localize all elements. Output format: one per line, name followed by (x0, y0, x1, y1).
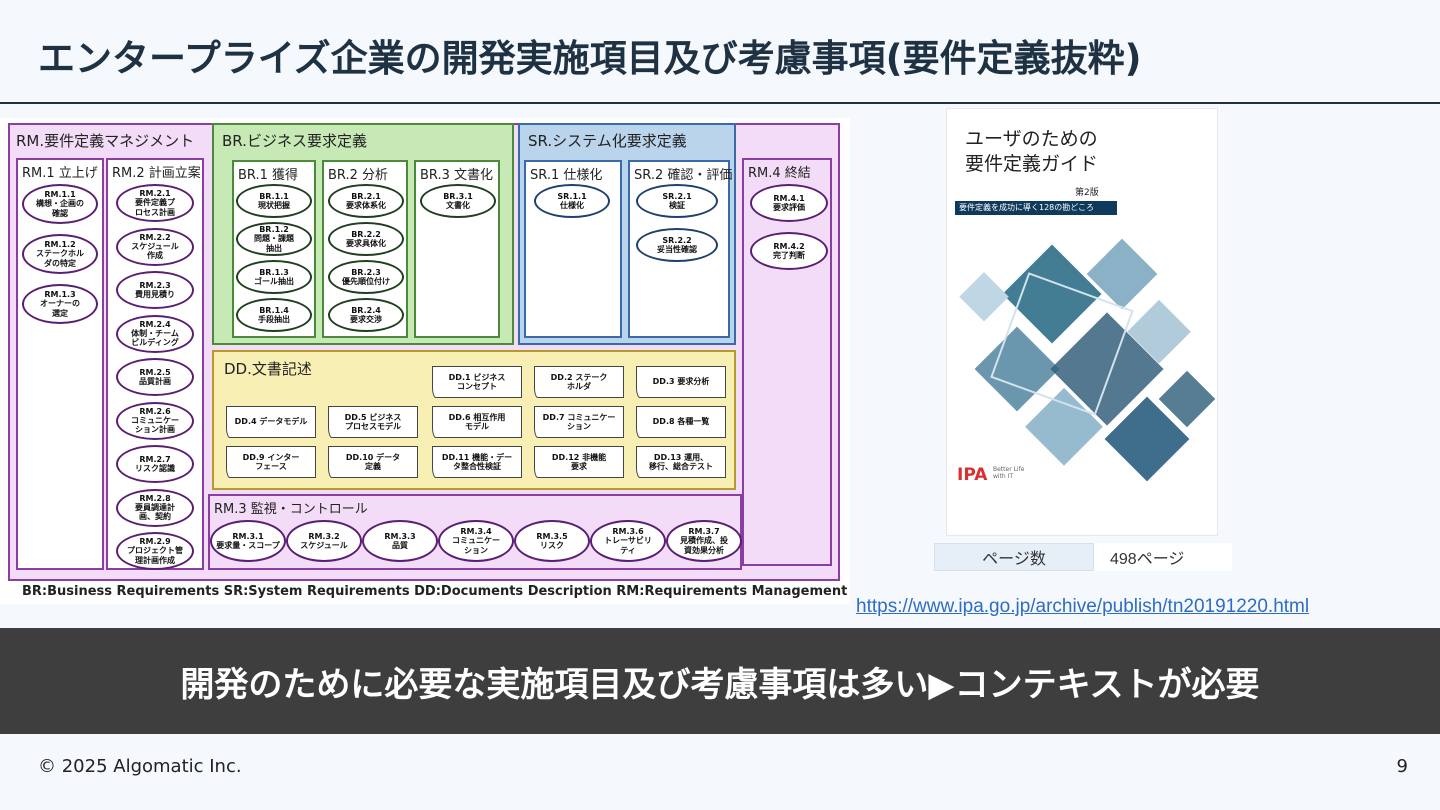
rm4-item: RM.4.2 完了判断 (750, 232, 828, 270)
br1-item: BR.1.4 手段抽出 (236, 298, 312, 332)
rm3-item: RM.3.6 トレーサビリ ティ (590, 520, 666, 562)
banner-text: 開発のために必要な実施項目及び考慮事項は多い▶コンテキストが必要 (180, 664, 1260, 705)
rm2-item: RM.2.6 コミュニケー ション計画 (116, 401, 194, 440)
diagram-legend: BR:Business Requirements SR:System Requi… (22, 584, 848, 599)
rm2-item: RM.2.7 リスク認識 (116, 445, 194, 483)
rm3-item: RM.3.5 リスク (514, 520, 590, 562)
dd-item: DD.5 ビジネス プロセスモデル (328, 406, 418, 438)
dd-item: DD.12 非機能 要求 (534, 446, 624, 478)
rm2-item: RM.2.9 プロジェクト管 理計画作成 (116, 532, 194, 570)
br2-item: BR.2.2 要求具体化 (328, 222, 404, 256)
br1-item: BR.1.2 問題・課題 抽出 (236, 222, 312, 256)
sr2-item: SR.2.1 検証 (636, 184, 718, 218)
requirements-diagram: RM.要件定義マネジメント RM.1 立上げ RM.2 計画立案 BR.ビジネス… (0, 118, 850, 604)
pages-value: 498ページ (1094, 543, 1232, 571)
dd-item: DD.11 機能・デー タ整合性検証 (432, 446, 522, 478)
rm3-item: RM.3.1 要求量・スコープ (210, 520, 286, 562)
book-cover: ユーザのための 要件定義ガイド 第2版 要件定義を成功に導く128の勘どころ I… (946, 108, 1218, 536)
rm4-group: RM.4 終結 (742, 158, 832, 566)
dd-item: DD.3 要求分析 (636, 366, 726, 398)
rm3-item: RM.3.7 見積作成、投 資効果分析 (666, 520, 742, 562)
br1-item: BR.1.3 ゴール抽出 (236, 260, 312, 294)
rm2-item: RM.2.5 品質計画 (116, 358, 194, 396)
copyright: © 2025 Algomatic Inc. (38, 756, 242, 777)
sr2-item: SR.2.2 妥当性確認 (636, 228, 718, 262)
rm2-item: RM.2.4 体制・チーム ビルディング (116, 314, 194, 353)
br2-item: BR.2.3 優先順位付け (328, 260, 404, 294)
page-title: エンタープライズ企業の開発実施項目及び考慮事項(要件定義抜粋) (38, 37, 1142, 80)
rm3-item: RM.3.4 コミュニケー ション (438, 520, 514, 562)
rm3-item: RM.3.3 品質 (362, 520, 438, 562)
rm-header: RM.要件定義マネジメント (16, 132, 195, 150)
br2-label: BR.2 分析 (328, 168, 389, 183)
book-edition: 第2版 (1075, 188, 1099, 198)
dd-item: DD.13 運用、 移行、総合テスト (636, 446, 726, 478)
rm2-item: RM.2.8 要員調達計 画、契約 (116, 488, 194, 527)
rm1-item: RM.1.2 ステークホル ダの特定 (22, 234, 98, 274)
dd-header: DD.文書記述 (224, 360, 312, 378)
book-subtitle: 要件定義を成功に導く128の勘どころ (955, 201, 1117, 215)
sr-header: SR.システム化要求定義 (528, 132, 687, 150)
rm1-item: RM.1.1 構想・企画の 確認 (22, 184, 98, 224)
dd-item: DD.6 相互作用 モデル (432, 406, 522, 438)
source-link[interactable]: https://www.ipa.go.jp/archive/publish/tn… (856, 596, 1310, 617)
page-number: 9 (1396, 756, 1408, 777)
rm2-item: RM.2.1 要件定義プ ロセス計画 (116, 184, 194, 222)
message-banner: 開発のために必要な実施項目及び考慮事項は多い▶コンテキストが必要 (0, 628, 1440, 734)
title-divider (0, 102, 1440, 104)
rm1-label: RM.1 立上げ (22, 166, 98, 181)
dd-item: DD.9 インター フェース (226, 446, 316, 478)
rm3-label: RM.3 監視・コントロール (214, 502, 368, 517)
dd-item: DD.1 ビジネス コンセプト (432, 366, 522, 398)
dd-item: DD.10 データ 定義 (328, 446, 418, 478)
book-cover-art (959, 238, 1216, 482)
pages-label: ページ数 (934, 543, 1094, 571)
rm4-item: RM.4.1 要求評価 (750, 184, 828, 222)
rm2-label: RM.2 計画立案 (112, 166, 201, 181)
book-title-line1: ユーザのための (965, 128, 1098, 150)
rm4-label: RM.4 終結 (748, 166, 811, 181)
rm3-item: RM.3.2 スケジュール (286, 520, 362, 562)
publisher-tagline: Better Life with IT (993, 466, 1025, 480)
dd-item: DD.8 各種一覧 (636, 406, 726, 438)
dd-item: DD.4 データモデル (226, 406, 316, 438)
book-title-line2: 要件定義ガイド (965, 152, 1099, 175)
br3-item: BR.3.1 文書化 (420, 184, 496, 218)
sr1-group: SR.1 仕様化 (524, 160, 622, 338)
rm1-group: RM.1 立上げ (16, 158, 104, 570)
br2-item: BR.2.1 要求体系化 (328, 184, 404, 218)
publisher-logo: IPA (957, 465, 988, 485)
rm2-item: RM.2.2 スケジュール 作成 (116, 227, 194, 266)
br1-item: BR.1.1 現状把握 (236, 184, 312, 218)
rm2-item: RM.2.3 費用見積り (116, 271, 194, 309)
dd-item: DD.7 コミュニケー ション (534, 406, 624, 438)
sr1-label: SR.1 仕様化 (530, 168, 603, 183)
dd-item: DD.2 ステーク ホルダ (534, 366, 624, 398)
br-header: BR.ビジネス要求定義 (222, 132, 367, 150)
br1-label: BR.1 獲得 (238, 168, 299, 183)
book-title: ユーザのための 要件定義ガイド (965, 127, 1098, 176)
sr1-item: SR.1.1 仕様化 (534, 184, 610, 218)
br3-label: BR.3 文書化 (420, 168, 494, 183)
rm1-item: RM.1.3 オーナーの 選定 (22, 284, 98, 324)
sr2-label: SR.2 確認・評価 (634, 168, 733, 183)
br2-item: BR.2.4 要求交渉 (328, 298, 404, 332)
